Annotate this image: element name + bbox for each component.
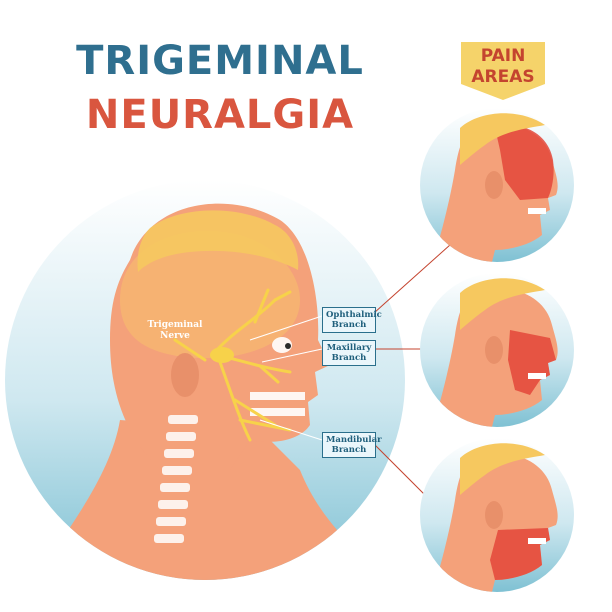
ophthalmic-line-2: Branch xyxy=(331,320,367,330)
pain-area-ophthalmic xyxy=(420,108,574,262)
badge-line-2: AREAS xyxy=(471,67,535,87)
mandibular-line-2: Branch xyxy=(331,445,367,455)
maxillary-branch-label: Maxillary Branch xyxy=(322,340,376,366)
ophthalmic-line-1: Ophthalmic xyxy=(326,310,382,320)
ophthalmic-branch-label: Ophthalmic Branch xyxy=(322,307,382,333)
main-head-illustration xyxy=(5,180,405,580)
mandibular-branch-label: Mandibular Branch xyxy=(322,432,382,458)
nerve-label-line-2: Nerve xyxy=(160,331,190,341)
maxillary-line-2: Branch xyxy=(331,353,367,363)
title-line-1: TRIGEMINAL xyxy=(76,38,364,84)
title-line-2: NEURALGIA xyxy=(85,92,355,138)
trigeminal-nerve-label: Trigeminal Nerve xyxy=(140,320,210,342)
maxillary-line-1: Maxillary xyxy=(326,343,372,353)
mandibular-line-1: Mandibular xyxy=(326,435,382,445)
pain-areas-badge: PAIN AREAS xyxy=(459,40,547,100)
pain-area-maxillary xyxy=(420,273,574,427)
nerve-label-line-1: Trigeminal xyxy=(147,320,203,330)
badge-line-1: PAIN xyxy=(480,46,526,66)
pain-area-mandibular xyxy=(420,438,574,592)
